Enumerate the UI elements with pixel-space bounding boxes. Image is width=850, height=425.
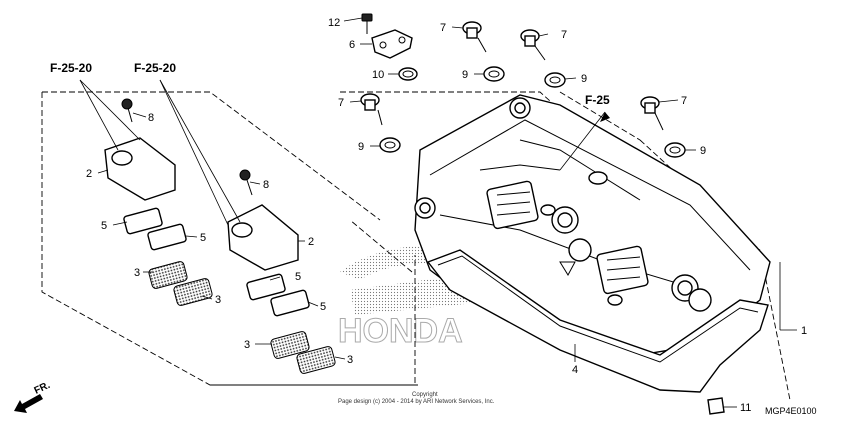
callout-8-a: 8 [148,112,154,124]
callout-1: 1 [801,325,807,337]
callout-8-b: 8 [263,179,269,191]
callout-9-c: 9 [358,141,364,153]
front-label: FR. [33,380,52,397]
sensor-bracket-6 [361,13,418,81]
callout-3-c: 3 [244,339,250,351]
mesh-gaskets [148,261,336,374]
bolt-set-center-right [520,29,566,88]
bolt-set-right [640,96,686,158]
callout-2-b: 2 [308,236,314,248]
diagram-code: MGP4E0100 [765,406,817,416]
leader-lines [79,17,797,408]
callout-12: 12 [328,17,340,29]
callout-2-a: 2 [86,168,92,180]
callout-9-a: 9 [462,69,468,81]
callout-3-a: 3 [134,267,140,279]
callout-10: 10 [372,69,384,81]
callout-5-b: 5 [200,232,206,244]
ref-label-f-25[interactable]: F-25 [585,93,610,107]
ref-label-f-25-20-left[interactable]: F-25-20 [50,61,92,75]
copyright-line-2: Page design (c) 2004 - 2014 by ARI Netwo… [338,399,495,405]
callout-6: 6 [349,39,355,51]
callout-9-d: 9 [700,145,706,157]
callout-9-b: 9 [581,73,587,85]
callout-3-d: 3 [347,354,353,366]
bolt-set-left [360,93,401,153]
callout-5-d: 5 [320,301,326,313]
front-arrow: FR. [14,380,52,413]
callout-11: 11 [740,402,751,414]
pair-cover-right [227,169,299,271]
grommet-11 [707,397,725,415]
callout-7-d: 7 [338,97,344,109]
reed-valves [123,207,310,317]
watermark-text: HONDA [338,312,463,350]
copyright-line-1: Copyright [412,392,438,398]
callout-7-b: 7 [561,29,567,41]
callout-7-a: 7 [440,22,446,34]
callout-5-c: 5 [295,271,301,283]
callout-3-b: 3 [215,294,221,306]
callout-7-c: 7 [681,95,687,107]
bolt-set-center-left [462,21,505,82]
callout-5-a: 5 [101,220,107,232]
callout-4: 4 [572,364,578,376]
head-cover-gasket [426,249,769,393]
pair-cover-left [104,98,176,201]
ref-label-f-25-20-right[interactable]: F-25-20 [134,61,176,75]
